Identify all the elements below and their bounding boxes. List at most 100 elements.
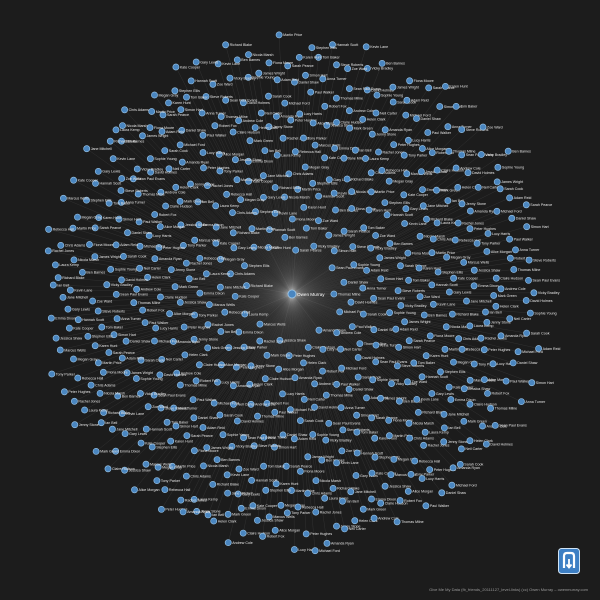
- friend-node[interactable]: [113, 315, 121, 322]
- friend-node[interactable]: [315, 192, 322, 200]
- friend-node[interactable]: [433, 219, 441, 227]
- friend-node[interactable]: [235, 117, 242, 124]
- friend-node[interactable]: [315, 53, 322, 61]
- friend-node[interactable]: [443, 253, 450, 261]
- friend-node[interactable]: [381, 199, 389, 206]
- friend-node[interactable]: [426, 332, 434, 340]
- friend-node[interactable]: [497, 332, 505, 340]
- friend-node[interactable]: [482, 308, 489, 316]
- friend-node[interactable]: [487, 404, 494, 412]
- friend-node[interactable]: [496, 185, 504, 193]
- friend-node[interactable]: [338, 364, 345, 372]
- friend-node[interactable]: [405, 276, 412, 284]
- friend-node[interactable]: [433, 186, 440, 194]
- friend-node[interactable]: [483, 248, 491, 255]
- friend-node[interactable]: [284, 62, 292, 70]
- friend-node[interactable]: [311, 403, 318, 411]
- friend-node[interactable]: [237, 504, 245, 512]
- friend-node[interactable]: [189, 396, 197, 403]
- friend-node[interactable]: [94, 307, 102, 315]
- friend-node[interactable]: [437, 368, 444, 376]
- friend-node[interactable]: [215, 150, 223, 158]
- friend-node[interactable]: [390, 141, 398, 148]
- friend-node[interactable]: [422, 502, 430, 510]
- friend-node[interactable]: [228, 442, 236, 450]
- friend-node[interactable]: [95, 359, 102, 367]
- friend-node[interactable]: [94, 167, 102, 175]
- friend-node[interactable]: [341, 525, 348, 533]
- friend-node[interactable]: [265, 92, 272, 100]
- friend-node[interactable]: [235, 328, 243, 336]
- friend-node[interactable]: [217, 361, 225, 369]
- friend-node[interactable]: [260, 433, 268, 441]
- friend-node[interactable]: [452, 103, 460, 110]
- friend-node[interactable]: [333, 61, 340, 69]
- friend-node[interactable]: [185, 275, 193, 283]
- friend-node[interactable]: [117, 187, 125, 194]
- friend-node[interactable]: [145, 232, 153, 239]
- friend-node[interactable]: [275, 365, 283, 373]
- friend-node[interactable]: [117, 198, 125, 206]
- friend-node[interactable]: [196, 289, 204, 297]
- friend-node[interactable]: [216, 167, 224, 175]
- friend-node[interactable]: [389, 83, 397, 91]
- friend-node[interactable]: [231, 292, 239, 300]
- friend-node[interactable]: [79, 268, 86, 276]
- friend-node[interactable]: [70, 256, 78, 264]
- friend-node[interactable]: [452, 164, 460, 172]
- friend-node[interactable]: [454, 183, 462, 191]
- friend-node[interactable]: [152, 324, 160, 332]
- friend-node[interactable]: [506, 235, 513, 243]
- friend-node[interactable]: [86, 241, 93, 248]
- friend-node[interactable]: [458, 200, 466, 208]
- friend-node[interactable]: [484, 389, 491, 397]
- friend-node[interactable]: [179, 241, 187, 249]
- friend-node[interactable]: [199, 149, 207, 156]
- friend-node[interactable]: [44, 247, 52, 255]
- friend-node[interactable]: [406, 77, 413, 85]
- friend-node[interactable]: [91, 342, 99, 350]
- friend-node[interactable]: [528, 379, 536, 387]
- friend-node[interactable]: [203, 182, 211, 189]
- friend-node[interactable]: [466, 207, 474, 215]
- friend-node[interactable]: [466, 400, 474, 408]
- friend-node[interactable]: [291, 374, 299, 382]
- friend-node[interactable]: [261, 147, 269, 154]
- friend-node[interactable]: [400, 191, 408, 199]
- friend-node[interactable]: [170, 404, 178, 412]
- friend-node[interactable]: [262, 486, 270, 494]
- friend-node[interactable]: [330, 189, 338, 197]
- friend-node[interactable]: [204, 321, 212, 328]
- friend-node[interactable]: [292, 246, 300, 254]
- friend-node[interactable]: [200, 462, 207, 470]
- friend-node[interactable]: [307, 88, 315, 96]
- friend-node[interactable]: [360, 224, 368, 232]
- friend-node[interactable]: [337, 404, 345, 411]
- friend-node[interactable]: [245, 51, 252, 58]
- friend-node[interactable]: [518, 398, 525, 405]
- friend-node[interactable]: [332, 94, 340, 102]
- friend-node[interactable]: [287, 116, 295, 124]
- friend-node[interactable]: [416, 232, 424, 240]
- friend-node[interactable]: [265, 59, 273, 67]
- friend-node[interactable]: [172, 63, 180, 71]
- friend-node[interactable]: [190, 335, 198, 343]
- friend-node[interactable]: [59, 293, 67, 301]
- friend-node[interactable]: [54, 274, 62, 281]
- friend-node[interactable]: [315, 217, 322, 224]
- friend-node[interactable]: [183, 432, 191, 439]
- friend-node[interactable]: [445, 383, 453, 391]
- friend-node[interactable]: [493, 178, 501, 186]
- friend-node[interactable]: [338, 447, 346, 455]
- friend-node[interactable]: [277, 501, 285, 509]
- friend-node[interactable]: [348, 205, 356, 212]
- friend-node[interactable]: [133, 285, 140, 293]
- friend-node[interactable]: [301, 163, 309, 171]
- friend-node[interactable]: [377, 275, 385, 283]
- friend-node[interactable]: [321, 102, 329, 110]
- friend-node[interactable]: [300, 359, 307, 367]
- friend-node[interactable]: [199, 131, 207, 139]
- friend-node[interactable]: [302, 71, 309, 79]
- friend-node[interactable]: [455, 335, 463, 343]
- friend-node[interactable]: [200, 164, 207, 172]
